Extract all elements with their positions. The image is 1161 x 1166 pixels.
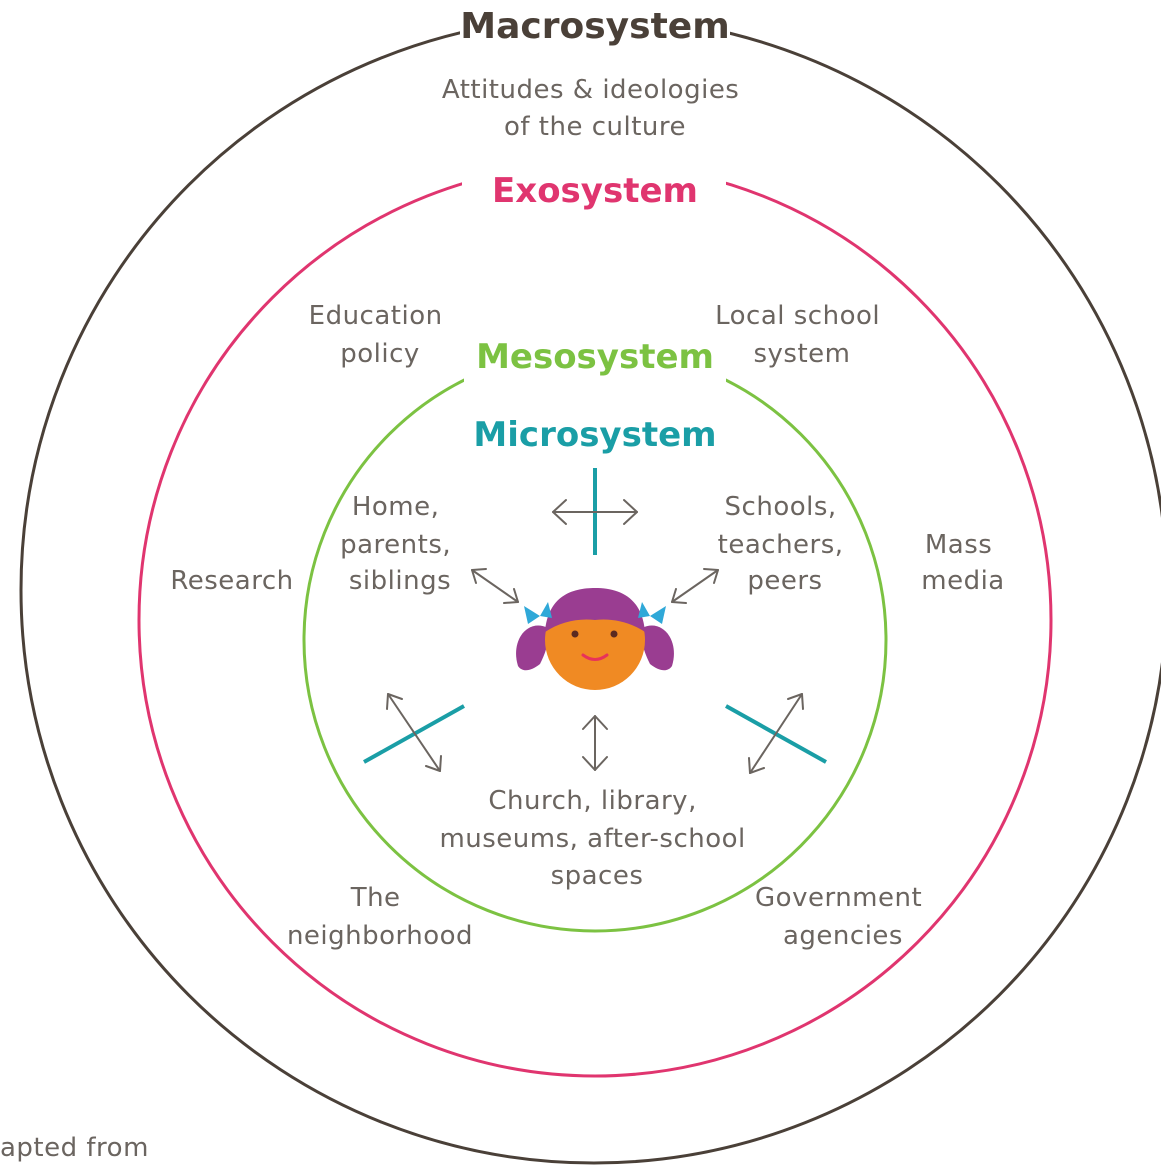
left-crossing-arrow-icon: [386, 693, 442, 772]
microsystem-title: Microsystem: [473, 415, 716, 455]
local-school-system-label: Local school system: [715, 301, 889, 369]
home-diagonal-arrow-icon: [471, 568, 519, 604]
government-agencies-label: Government agencies: [755, 883, 931, 951]
church-library-museums-label: Church, library, museums, after-school s…: [439, 786, 754, 891]
macro-title-gap: [460, 0, 730, 50]
mass-media-label: Mass media: [921, 530, 1004, 596]
exosystem-title: Exosystem: [492, 171, 698, 211]
macrosystem-title: Macrosystem: [460, 6, 729, 47]
exo-title-gap: [462, 160, 726, 212]
education-policy-label: Education policy: [309, 301, 452, 369]
research-label: Research: [170, 566, 293, 596]
schools-teachers-peers-label: Schools, teachers, peers: [718, 492, 853, 596]
schools-diagonal-arrow-icon: [671, 568, 719, 604]
source-caption: apted from: [0, 1133, 149, 1163]
top-horizontal-arrow-icon: [552, 499, 638, 525]
home-parents-siblings-label: Home, parents, siblings: [340, 492, 460, 596]
meso-title-gap: [464, 332, 726, 382]
macro-desc: Attitudes & ideologies of the culture: [442, 75, 748, 142]
child-face-icon: [516, 588, 674, 690]
mesosystem-title: Mesosystem: [476, 337, 714, 377]
right-crossing-arrow-icon: [748, 693, 804, 774]
bottom-vertical-arrow-icon: [582, 715, 608, 771]
neighborhood-label: The neighborhood: [287, 883, 473, 951]
